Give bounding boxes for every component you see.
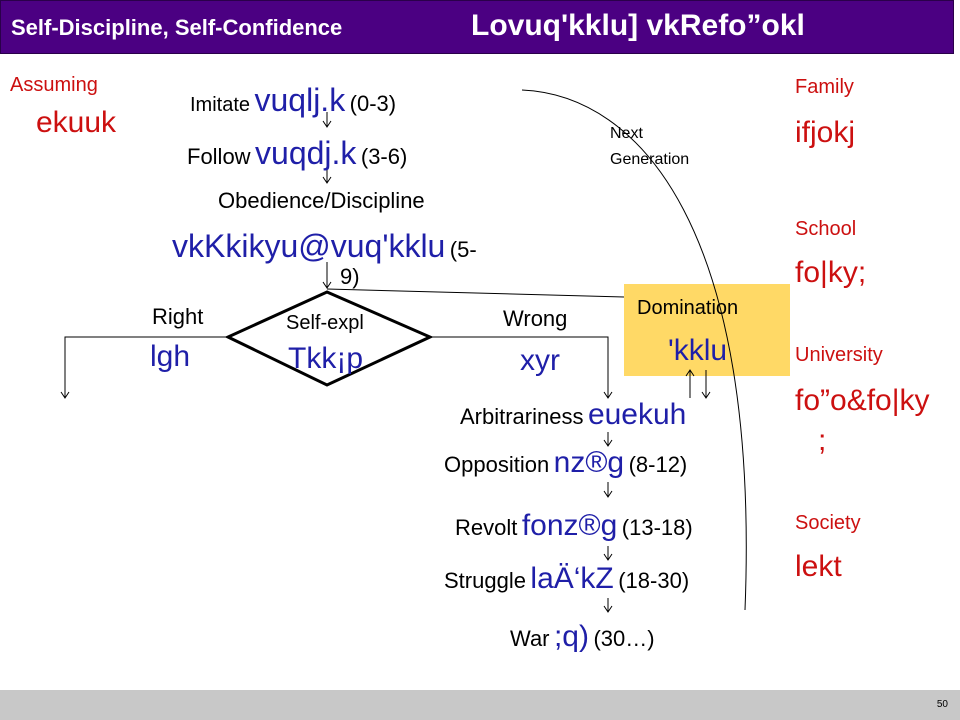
arbitrariness-step: Arbitrariness euekuh <box>460 398 686 432</box>
university-hindi-label-end: ; <box>818 424 827 457</box>
follow-step: Follow vuqdj.k (3-6) <box>187 135 407 172</box>
opposition-step: Opposition nz®g (8-12) <box>444 446 687 480</box>
society-label: Society <box>795 512 861 534</box>
right-branch-label: Right <box>152 304 204 329</box>
war-step: War ;q) (30…) <box>510 620 655 654</box>
obedience-hindi-line: vkKkikyu@vuq'kklu (5- <box>172 228 477 265</box>
struggle-label: Struggle <box>444 568 526 593</box>
war-hindi-label: ;q) <box>553 620 589 653</box>
follow-hindi-label: vuqdj.k <box>255 135 357 171</box>
revolt-label: Revolt <box>455 515 518 540</box>
imitate-hindi-label: vuqlj.k <box>254 82 346 118</box>
decision-label: Self-expl <box>286 312 364 334</box>
follow-label: Follow <box>187 144 251 169</box>
domination-box <box>624 284 790 376</box>
opposition-age: (8-12) <box>628 452 688 477</box>
next-generation-label-line2: Generation <box>610 151 690 168</box>
university-hindi-label: fo”o&fo|ky <box>795 384 930 417</box>
decision-hindi-label: Tkk¡p <box>288 342 363 375</box>
obedience-age-end: 9) <box>340 264 360 289</box>
right-branch-hindi-label: lgh <box>150 340 191 373</box>
imitate-age: (0-3) <box>349 91 397 116</box>
arbitrariness-hindi-label: euekuh <box>587 398 687 431</box>
obedience-age-start: (5- <box>449 237 477 262</box>
domination-label: Domination <box>637 297 739 319</box>
war-label: War <box>510 626 550 651</box>
obedience-label: Obedience/Discipline <box>218 188 425 213</box>
assuming-label: Assuming <box>10 74 98 96</box>
opposition-label: Opposition <box>444 452 550 477</box>
slide-title-hindi: Lovuq'kklu] vkRefo”okl <box>471 9 805 42</box>
struggle-step: Struggle laÄ‘kZ (18-30) <box>444 562 689 596</box>
family-label: Family <box>795 76 854 98</box>
school-label: School <box>795 218 857 240</box>
follow-age: (3-6) <box>360 144 408 169</box>
title-bar: Self-Discipline, Self-Confidence Lovuq'k… <box>0 0 954 54</box>
wrong-branch-label: Wrong <box>503 306 568 331</box>
next-generation-label-line1: Next <box>610 125 643 142</box>
obedience-hindi-label: vkKkikyu@vuq'kklu <box>172 228 446 264</box>
university-label: University <box>795 344 883 366</box>
assuming-hindi-label: ekuuk <box>36 106 117 139</box>
slide-footer: 50 <box>0 690 960 720</box>
imitate-step: Imitate vuqlj.k (0-3) <box>190 82 396 119</box>
struggle-hindi-label: laÄ‘kZ <box>530 562 614 595</box>
revolt-step: Revolt fonz®g (13-18) <box>455 509 693 543</box>
wrong-branch-hindi-label: xyr <box>520 344 560 377</box>
revolt-age: (13-18) <box>621 515 693 540</box>
family-hindi-label: ifjokj <box>795 116 856 149</box>
opposition-hindi-label: nz®g <box>553 446 625 479</box>
school-hindi-label: fo|ky; <box>795 256 867 289</box>
arbitrariness-label: Arbitrariness <box>460 404 584 429</box>
domination-hindi-label: 'kklu <box>668 334 728 367</box>
war-age: (30…) <box>593 626 655 651</box>
society-hindi-label: lekt <box>795 550 842 583</box>
slide-title-english: Self-Discipline, Self-Confidence <box>11 15 343 40</box>
imitate-label: Imitate <box>190 94 251 116</box>
struggle-age: (18-30) <box>618 568 690 593</box>
revolt-hindi-label: fonz®g <box>521 509 618 542</box>
page-number: 50 <box>936 699 948 710</box>
